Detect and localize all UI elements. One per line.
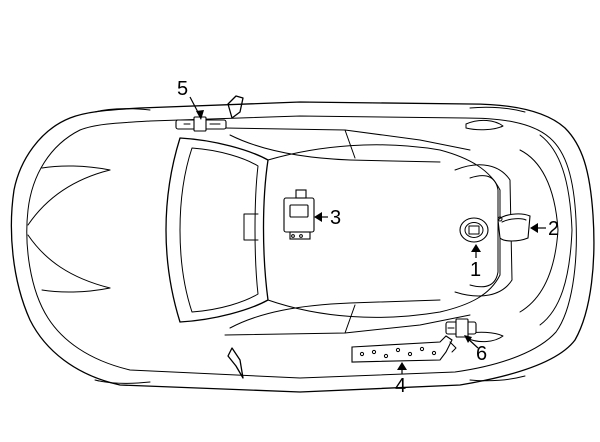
part-5-sensor: [175, 116, 227, 132]
callout-label-4: 4: [395, 375, 406, 397]
part-4-harness-rail: [351, 335, 457, 363]
car-body: [10, 95, 595, 393]
callout-1: 1: [470, 244, 481, 281]
callout-label-6: 6: [476, 343, 487, 365]
part-3-control-module: [283, 189, 315, 240]
part-1-round-sensor: [459, 217, 489, 243]
callout-5: 5: [177, 78, 204, 120]
callout-2: 2: [530, 218, 559, 240]
part-2-lamp: [497, 213, 531, 242]
callout-4: 4: [395, 362, 407, 397]
callout-3: 3: [314, 207, 341, 229]
callout-label-5: 5: [177, 78, 188, 100]
part-6-sensor-block: [445, 318, 477, 338]
callout-6: 6: [464, 335, 487, 365]
callout-label-1: 1: [470, 259, 481, 281]
callout-label-3: 3: [330, 207, 341, 229]
callout-label-2: 2: [548, 218, 559, 240]
